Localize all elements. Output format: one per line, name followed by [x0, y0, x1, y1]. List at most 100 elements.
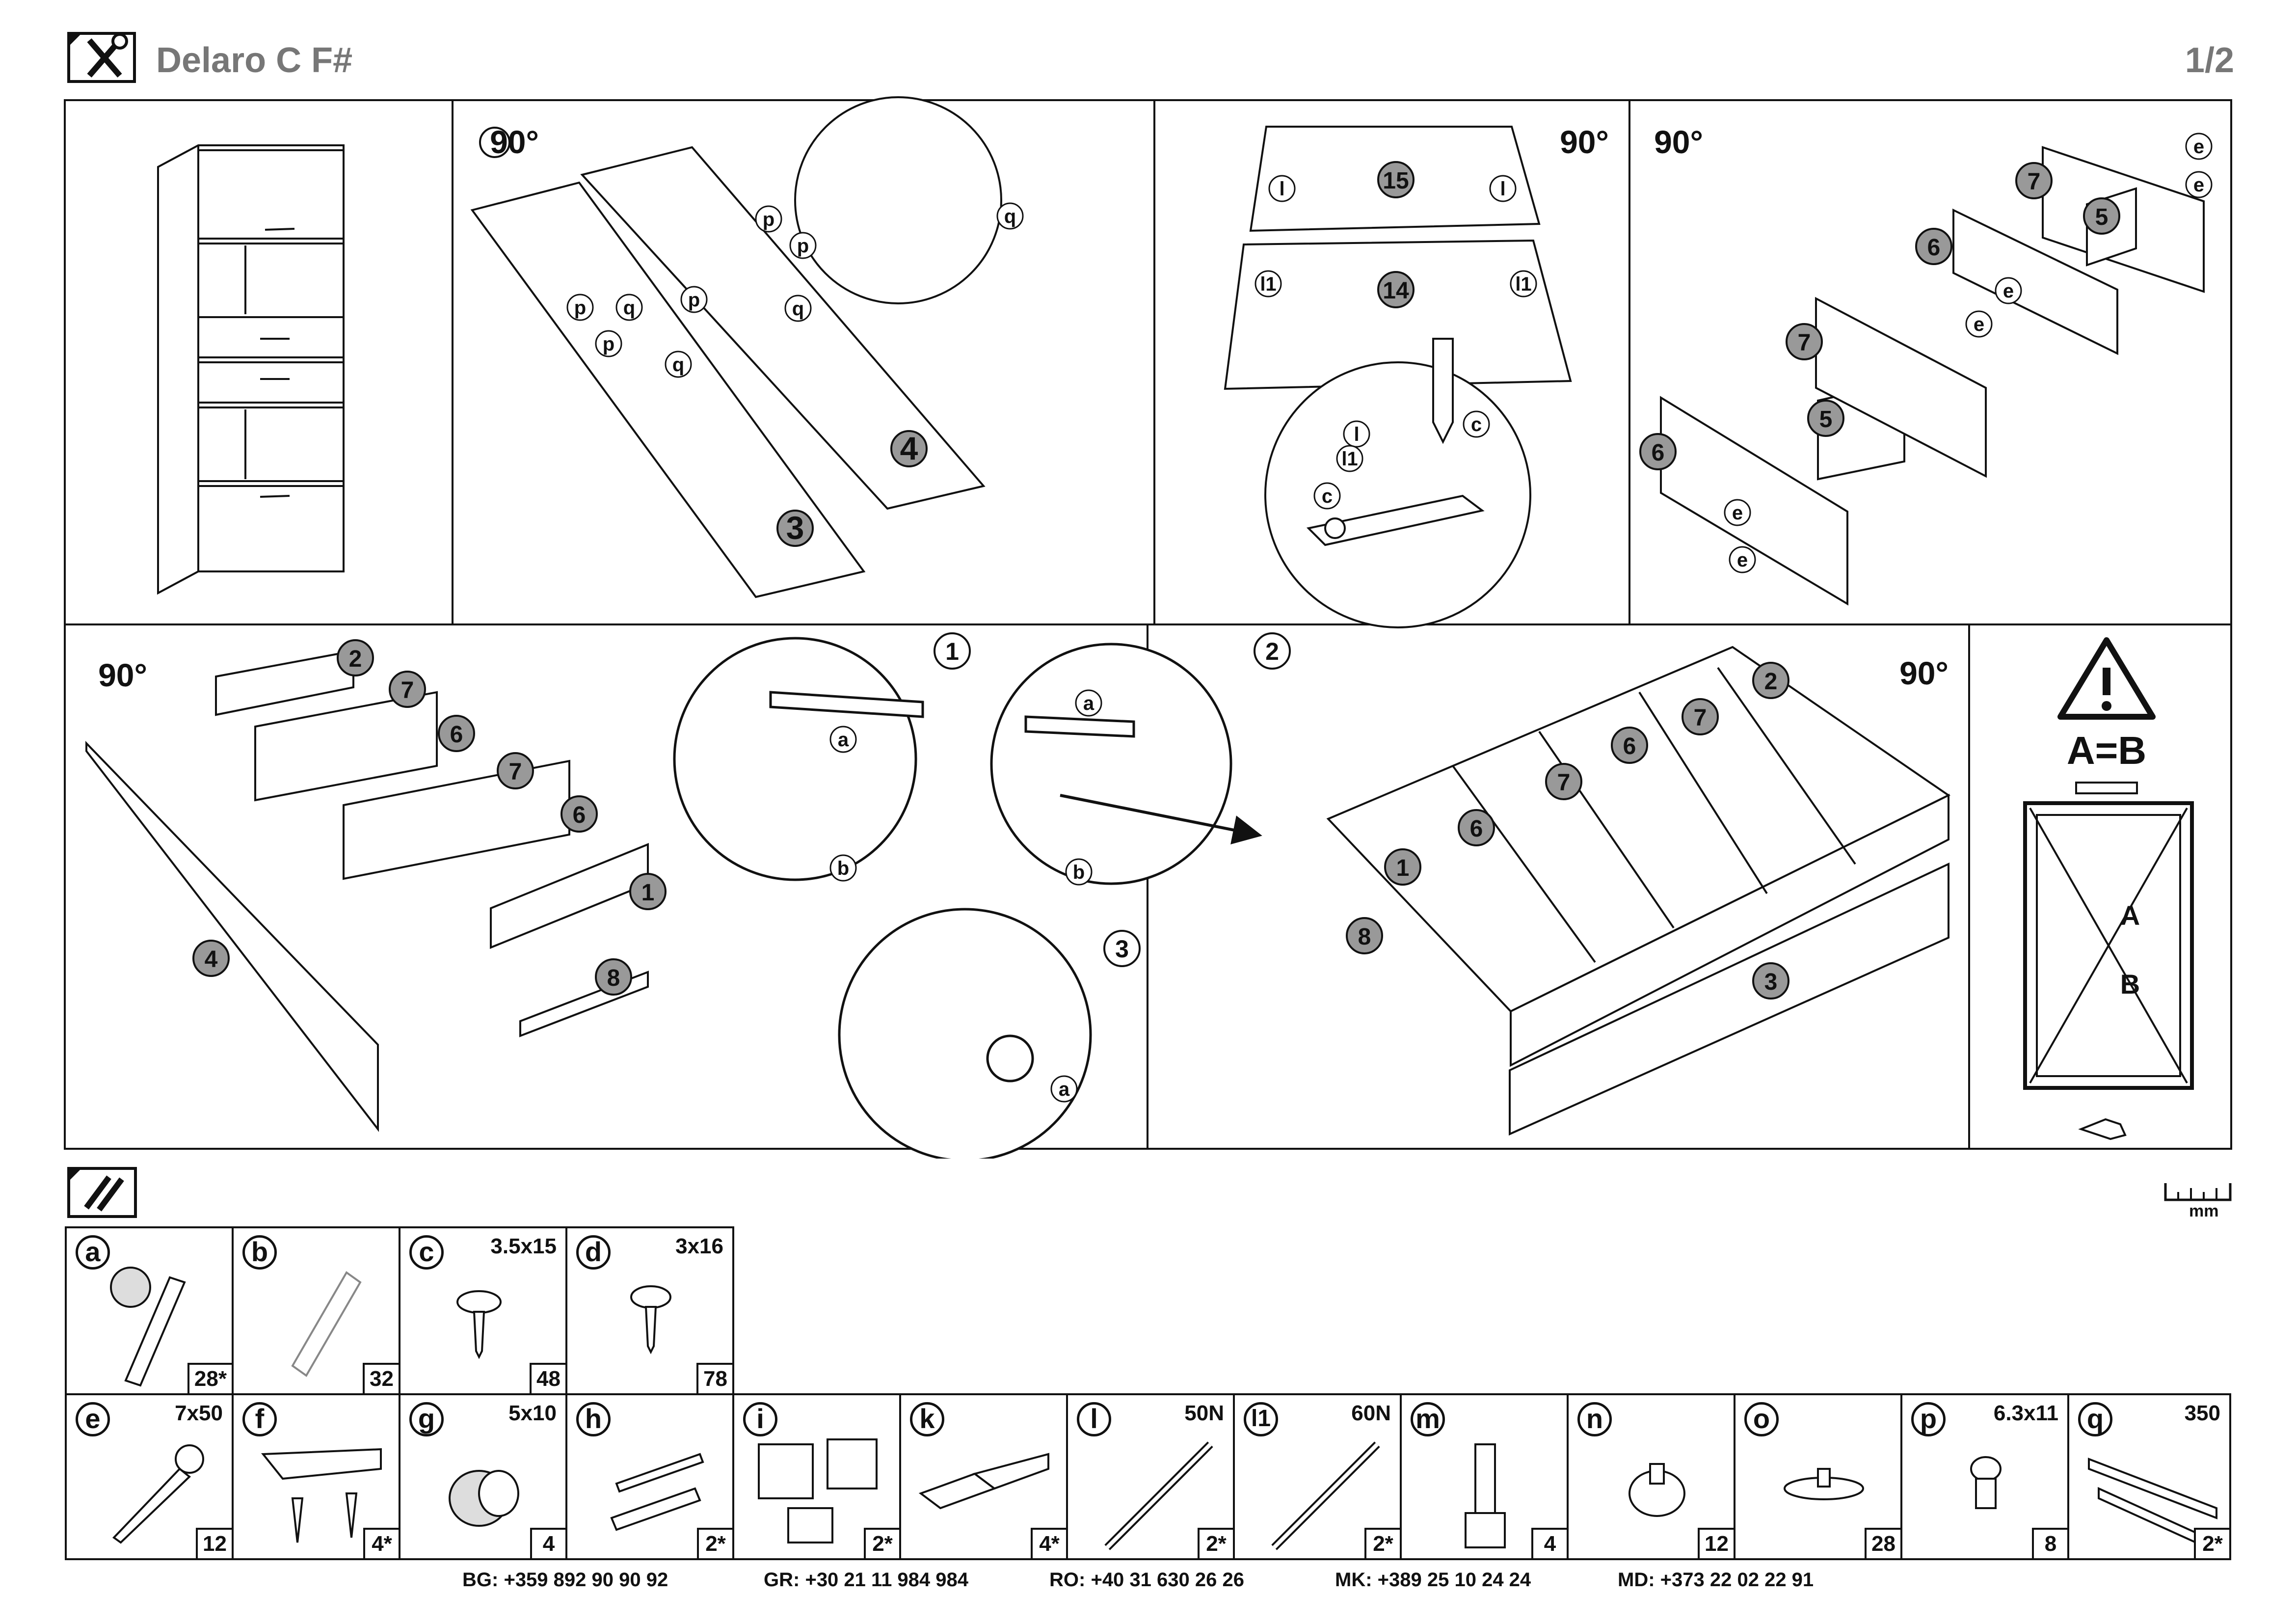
- svg-text:5: 5: [1819, 406, 1833, 433]
- contact-mk: MK: +389 25 10 24 24: [1335, 1569, 1531, 1591]
- svg-text:c: c: [1471, 414, 1482, 435]
- diagonal-a-label: A: [2120, 900, 2140, 931]
- drawer-slide-icon: [2088, 1458, 2217, 1549]
- contact-bg: BG: +359 892 90 90 92: [462, 1569, 668, 1591]
- svg-text:2: 2: [349, 646, 362, 672]
- ruler-icon: mm: [2163, 1178, 2232, 1220]
- step-number: 2: [1265, 638, 1279, 665]
- svg-text:7: 7: [1694, 705, 1707, 731]
- hardware-item-m: m 4: [1400, 1393, 1569, 1560]
- svg-text:b: b: [837, 858, 849, 879]
- svg-text:7: 7: [1798, 330, 1811, 356]
- svg-text:l: l: [1279, 178, 1284, 200]
- svg-text:6: 6: [1652, 440, 1665, 466]
- hardware-item-l: l 50N 2*: [1066, 1393, 1235, 1560]
- svg-text:6: 6: [450, 722, 463, 748]
- svg-text:8: 8: [1358, 924, 1371, 950]
- hardware-item-a: a 28*: [65, 1226, 234, 1395]
- leveling-foot-icon: [1465, 1443, 1506, 1548]
- svg-text:7: 7: [509, 759, 522, 785]
- svg-text:a: a: [1059, 1079, 1070, 1100]
- rotate-90-label: 90°: [490, 124, 539, 160]
- page-title: Delaro C F#: [156, 41, 353, 80]
- svg-text:l1: l1: [1260, 273, 1276, 295]
- cap-icon: [1784, 1468, 1864, 1500]
- bracket-icon: [758, 1438, 878, 1543]
- hardware-item-o: o 28: [1734, 1393, 1902, 1560]
- hardware-item-f: f 4*: [232, 1393, 400, 1560]
- tools-icon: [65, 30, 138, 84]
- contacts-row: BG: +359 892 90 90 92 GR: +30 21 11 984 …: [0, 1569, 2296, 1598]
- svg-text:e: e: [1732, 502, 1743, 524]
- svg-text:1: 1: [641, 880, 655, 906]
- hardware-item-k: k 4*: [899, 1393, 1068, 1560]
- screw-icon: [456, 1290, 502, 1359]
- svg-text:e: e: [1974, 314, 1984, 335]
- hardware-item-i: i 2*: [732, 1393, 901, 1560]
- gas-strut-icon: [1104, 1441, 1213, 1550]
- hardware-item-p: p 6.3x11 8: [1900, 1393, 2069, 1560]
- hardware-item-q: q 350 2*: [2067, 1393, 2231, 1560]
- dividers-left-step: [85, 639, 667, 1132]
- contact-md: MD: +373 22 02 22 91: [1618, 1569, 1814, 1591]
- svg-text:q: q: [623, 297, 635, 319]
- step-number: 3: [1115, 935, 1129, 963]
- svg-text:7: 7: [401, 677, 414, 704]
- part-number: 15: [1383, 168, 1409, 194]
- step-number: 1: [945, 638, 959, 665]
- svg-text:6: 6: [573, 802, 586, 828]
- cabinet-overview: [157, 144, 345, 595]
- page-number: 1/2: [2185, 41, 2234, 80]
- svg-text:q: q: [672, 354, 684, 376]
- svg-text:6: 6: [1470, 816, 1483, 842]
- svg-text:p: p: [688, 289, 700, 311]
- contact-ro: RO: +40 31 630 26 26: [1049, 1569, 1244, 1591]
- equal-label: A=B: [2067, 729, 2146, 772]
- assembly-diagram: 90° 3 4 p p q q p p p q q 15 14 90° l l …: [64, 96, 2232, 1159]
- rotate-90-label: 90°: [98, 657, 147, 693]
- cam-lock-steps: [673, 637, 1262, 1159]
- svg-text:p: p: [797, 235, 809, 257]
- svg-text:8: 8: [607, 965, 620, 991]
- hardware-item-l1: l1 60N 2*: [1233, 1393, 1402, 1560]
- svg-text:q: q: [1004, 206, 1016, 227]
- svg-text:5: 5: [2095, 204, 2109, 230]
- svg-text:a: a: [838, 729, 849, 751]
- hardware-item-e: e 7x50 12: [65, 1393, 234, 1560]
- part-number: 14: [1383, 278, 1409, 304]
- svg-text:7: 7: [1557, 770, 1571, 796]
- sleeve-icon: [449, 1470, 519, 1527]
- top-bottom-panels-step: [1224, 126, 1572, 628]
- wall-anchor-icon: [610, 1453, 704, 1531]
- svg-text:b: b: [1073, 862, 1085, 883]
- rotate-90-label: 90°: [1899, 655, 1949, 691]
- svg-text:6: 6: [1623, 733, 1636, 759]
- svg-text:a: a: [1083, 693, 1095, 714]
- side-panels-step: [470, 96, 1002, 598]
- handle-icon: [261, 1448, 382, 1543]
- svg-text:l: l: [1354, 424, 1359, 445]
- euro-screw-icon: [1970, 1456, 2002, 1509]
- hardware-item-d: d 3x16 78: [565, 1226, 734, 1395]
- svg-text:3: 3: [1764, 969, 1778, 995]
- svg-text:7: 7: [2028, 169, 2041, 195]
- rotate-90-label: 90°: [1654, 124, 1703, 160]
- hardware-item-g: g 5x10 4: [399, 1393, 567, 1560]
- contact-gr: GR: +30 21 11 984 984: [764, 1569, 969, 1591]
- shelves-step: [1639, 146, 2205, 606]
- svg-text:p: p: [574, 297, 586, 319]
- svg-text:2: 2: [1764, 669, 1778, 695]
- svg-text:6: 6: [1927, 235, 1941, 261]
- svg-text:l: l: [1500, 178, 1505, 200]
- warning-panel: [2023, 637, 2194, 1140]
- svg-text:e: e: [2193, 174, 2204, 196]
- screw-icon: [630, 1285, 671, 1354]
- cam-lock-icon: [110, 1267, 186, 1387]
- svg-text:e: e: [2193, 136, 2204, 158]
- diagonal-b-label: B: [2120, 969, 2140, 1000]
- svg-text:p: p: [603, 333, 614, 355]
- dowel-icon: [291, 1271, 362, 1377]
- svg-text:q: q: [792, 298, 804, 320]
- gas-strut-icon: [1271, 1441, 1380, 1550]
- svg-text:e: e: [1737, 549, 1748, 571]
